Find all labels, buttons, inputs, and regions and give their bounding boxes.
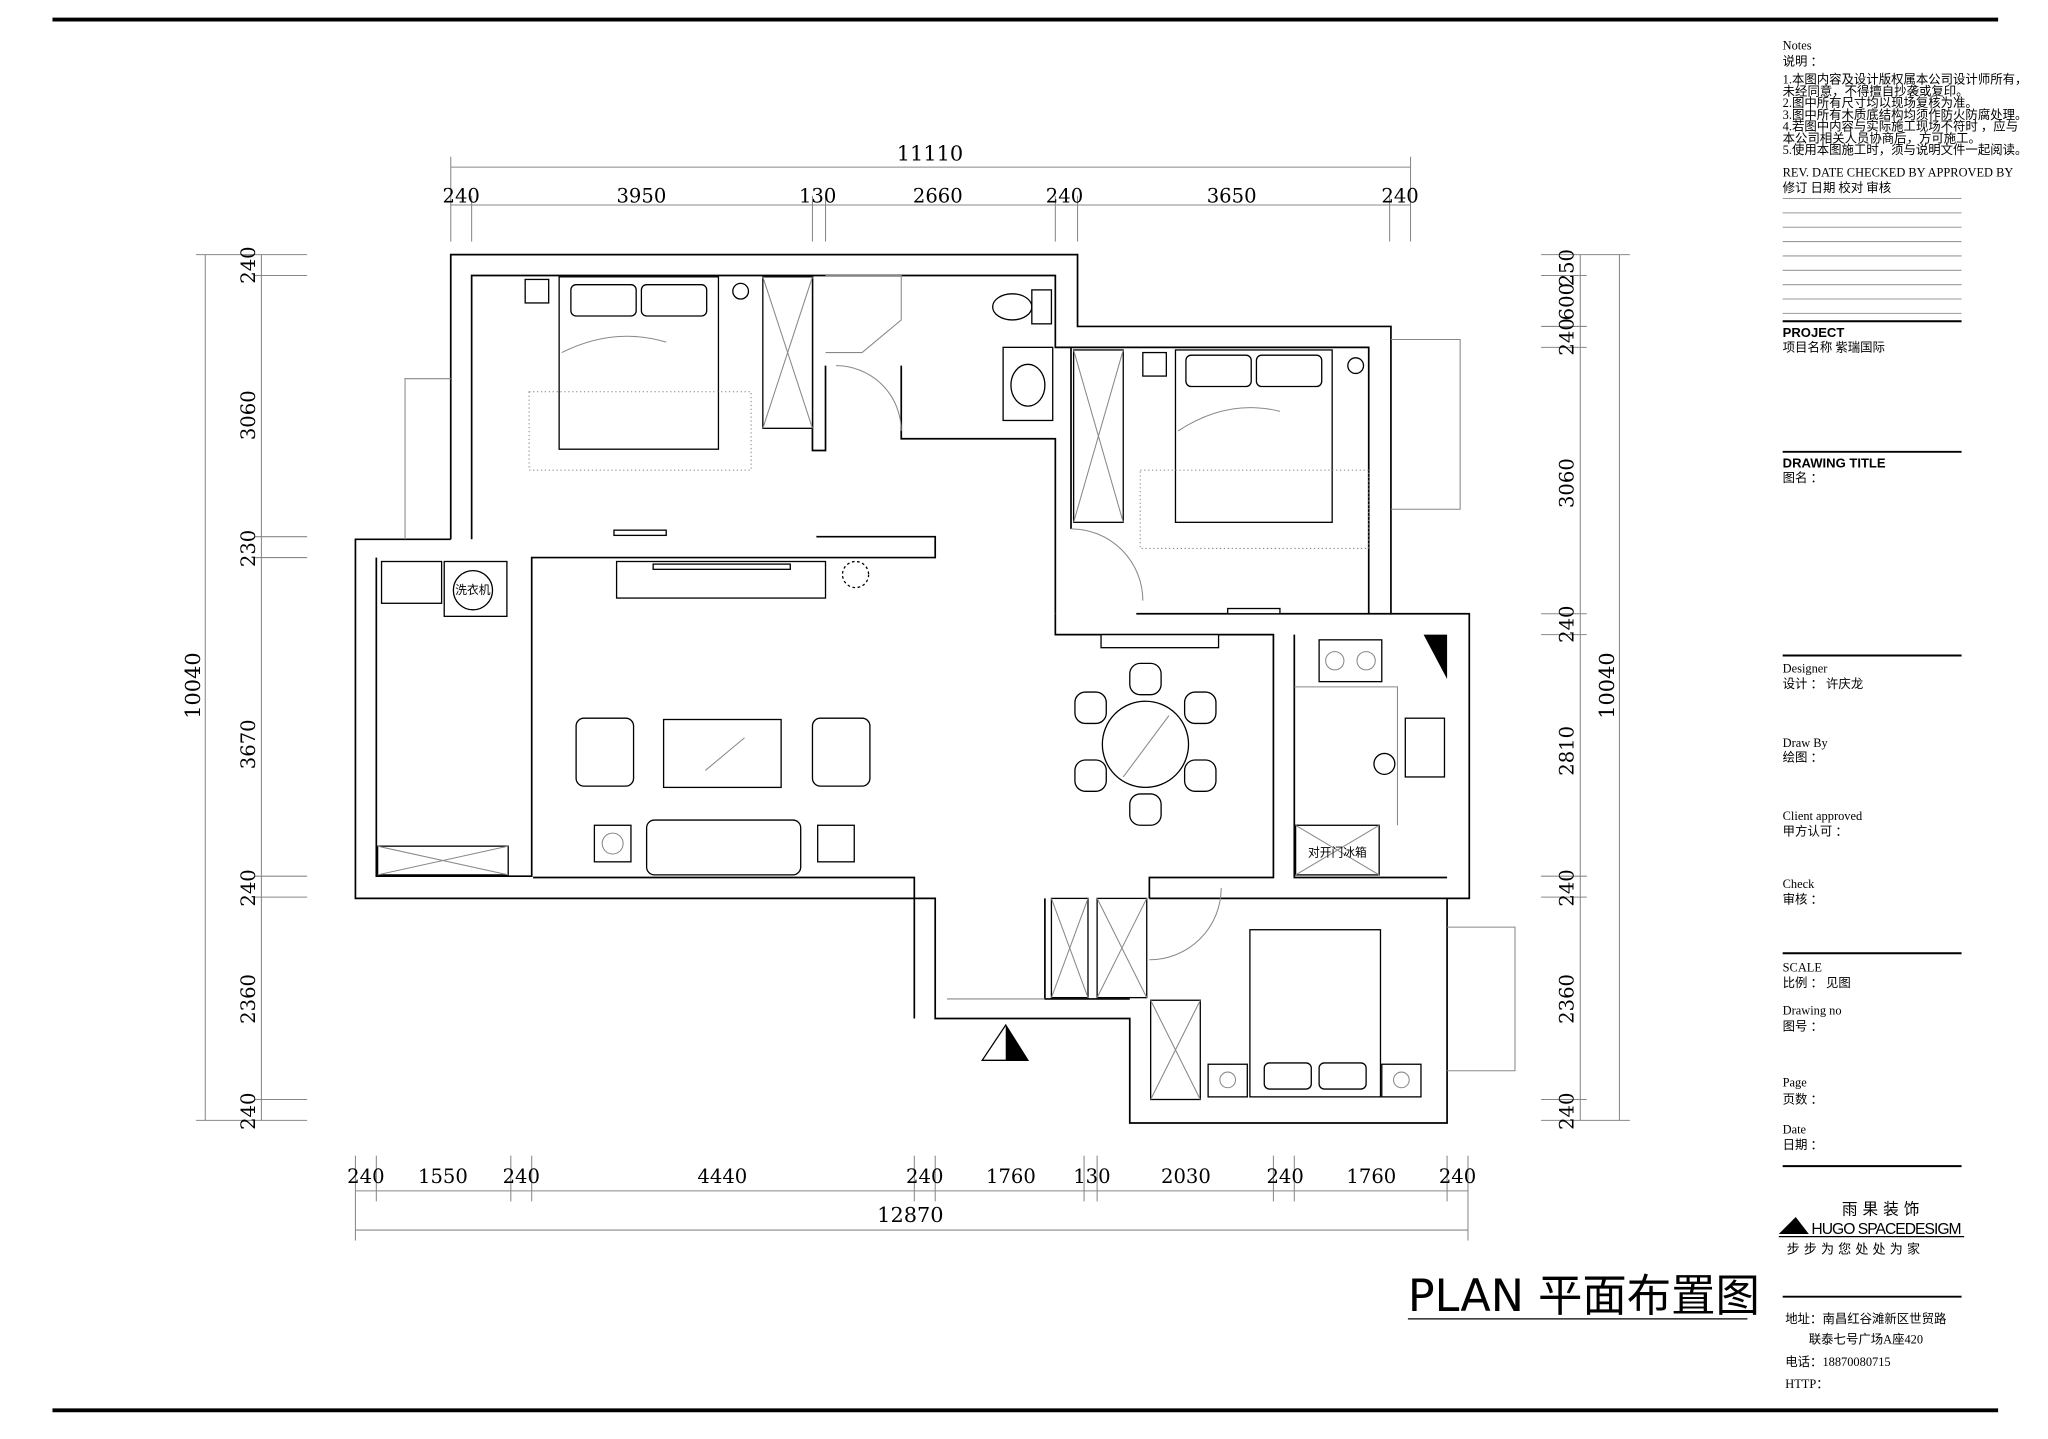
dim-right: 600 bbox=[1556, 283, 1579, 320]
laundry-area: 洗衣机 bbox=[376, 560, 509, 876]
note-line: 未经同意，不得擅自抄袭或复印。 bbox=[1783, 83, 1969, 98]
drawing-title: PLAN 平面布置图 bbox=[1408, 1271, 1760, 1322]
designer-value: 设计 ： 许庆龙 bbox=[1783, 676, 1864, 691]
dim-bottom: 240 bbox=[347, 1165, 384, 1188]
dim-bottom: 2030 bbox=[1161, 1165, 1211, 1188]
page-label: Page bbox=[1783, 1075, 1808, 1089]
left-dimensions: 10040 240 3060 230 3670 240 2360 240 bbox=[181, 246, 308, 1130]
drawby-label: Draw By bbox=[1783, 736, 1829, 750]
rev-header-cn: 修订 日期 校对 审核 bbox=[1783, 180, 1891, 195]
drawno-value: 图号 ： bbox=[1783, 1019, 1823, 1033]
company-name-cn: 雨 果 装 饰 bbox=[1842, 1199, 1920, 1218]
http: HTTP： bbox=[1785, 1377, 1828, 1391]
dim-left: 3060 bbox=[237, 390, 260, 440]
address-line-2: 联泰七号广场A座420 bbox=[1809, 1332, 1923, 1347]
check-value: 审核 ： bbox=[1783, 892, 1823, 907]
dim-right: 2360 bbox=[1556, 974, 1579, 1024]
notes-heading: Notes bbox=[1783, 39, 1812, 53]
slogan: 步 步 为 您 处 处 为 家 bbox=[1787, 1242, 1920, 1258]
scale-label: SCALE bbox=[1783, 961, 1822, 975]
note-line: 3.图中所有木质底结构均须作防火防腐处理。 bbox=[1783, 107, 2028, 122]
house-logo-icon bbox=[1778, 1217, 1809, 1234]
company-logo: 雨 果 装 饰 HUGO SPACEDESIGM 步 步 为 您 处 处 为 家 bbox=[1778, 1199, 1965, 1258]
dim-right: 240 bbox=[1556, 605, 1579, 642]
scale-value: 比例 ： 见图 bbox=[1783, 976, 1851, 990]
address-line-1: 地址：南昌红谷滩新区世贸路 bbox=[1785, 1311, 1947, 1326]
client-value: 甲方认可 ： bbox=[1783, 824, 1848, 839]
dim-bottom: 240 bbox=[503, 1165, 540, 1188]
dim-right: 250 bbox=[1556, 249, 1579, 286]
drawing-title-label: DRAWING TITLE bbox=[1783, 455, 1886, 470]
dim-bottom: 240 bbox=[1439, 1165, 1476, 1188]
dim-bottom-overall: 12870 bbox=[877, 1203, 943, 1227]
walls bbox=[354, 253, 1516, 1124]
dim-right: 2810 bbox=[1556, 726, 1579, 776]
dim-top: 2660 bbox=[913, 184, 963, 207]
note-line: 1.本图内容及设计版权属本公司设计师所有， bbox=[1783, 72, 2028, 87]
dim-right: 3060 bbox=[1556, 458, 1579, 508]
drawno-label: Drawing no bbox=[1783, 1004, 1842, 1018]
dim-bottom: 1550 bbox=[418, 1165, 468, 1188]
living-room-furniture bbox=[575, 560, 871, 876]
project-name: 项目名称 紫瑞国际 bbox=[1783, 339, 1885, 354]
top-dimensions: 11110 240 3950 130 2660 240 3650 240 bbox=[443, 142, 1419, 242]
right-dimensions: 10040 250 600 240 3060 240 2810 240 2360… bbox=[1541, 249, 1630, 1130]
dim-top: 240 bbox=[1381, 184, 1418, 207]
dim-right: 240 bbox=[1556, 1093, 1579, 1130]
notes-heading-cn: 说明 ： bbox=[1783, 53, 1823, 68]
dim-top-overall: 11110 bbox=[897, 142, 963, 166]
dim-bottom: 4440 bbox=[697, 1165, 747, 1188]
dim-bottom: 240 bbox=[906, 1165, 943, 1188]
dim-bottom: 130 bbox=[1073, 1165, 1110, 1188]
phone: 电话：18870080715 bbox=[1785, 1355, 1890, 1369]
dim-right-overall: 10040 bbox=[1595, 652, 1619, 718]
dim-left: 3670 bbox=[237, 719, 260, 769]
project-label: PROJECT bbox=[1783, 325, 1845, 340]
note-line: 本公司相关人员协商后，方可施工。 bbox=[1783, 130, 1981, 145]
dim-left: 2360 bbox=[237, 974, 260, 1024]
client-label: Client approved bbox=[1783, 809, 1863, 823]
date-value: 日期 ： bbox=[1783, 1138, 1823, 1152]
dim-right: 240 bbox=[1556, 869, 1579, 906]
dim-bottom: 1760 bbox=[986, 1165, 1036, 1188]
dim-top: 3950 bbox=[616, 184, 666, 207]
washer-label: 洗衣机 bbox=[455, 583, 490, 597]
dim-bottom: 1760 bbox=[1346, 1165, 1396, 1188]
dim-top: 3650 bbox=[1207, 184, 1257, 207]
dim-left: 240 bbox=[237, 246, 260, 283]
bathroom-furniture bbox=[825, 275, 1054, 422]
bedroom-3-furniture bbox=[1050, 897, 1422, 1101]
bottom-dimensions: 240 1550 240 4440 240 1760 130 2030 240 … bbox=[347, 1155, 1476, 1241]
dim-left-overall: 10040 bbox=[181, 652, 205, 718]
dim-top: 240 bbox=[443, 184, 480, 207]
dim-left: 230 bbox=[237, 530, 260, 567]
rev-header: REV. DATE CHECKED BY APPROVED BY bbox=[1783, 165, 2014, 179]
note-line: 4.若图中内容与实际施工现场不符时 ，应与 bbox=[1783, 119, 2018, 134]
bedroom-2-furniture bbox=[1072, 349, 1370, 615]
company-name-en: HUGO SPACEDESIGM bbox=[1811, 1221, 1961, 1238]
dim-left: 240 bbox=[237, 1093, 260, 1130]
dim-left: 240 bbox=[237, 869, 260, 906]
title-block: Notes 说明 ： 1.本图内容及设计版权属本公司设计师所有， 未经同意，不得… bbox=[1778, 39, 2028, 1391]
fridge-label: 对开门冰箱 bbox=[1308, 846, 1367, 860]
dim-bottom: 240 bbox=[1266, 1165, 1303, 1188]
note-line: 5.使用本图施工时，须与说明文件一起阅读。 bbox=[1783, 142, 2028, 157]
dining-furniture bbox=[1074, 633, 1220, 826]
drawing-title-value: 图名 ： bbox=[1783, 470, 1823, 485]
bedroom-1-furniture bbox=[524, 276, 814, 537]
check-label: Check bbox=[1783, 877, 1815, 891]
drawby-value: 绘图 ： bbox=[1783, 749, 1823, 764]
dim-right: 240 bbox=[1556, 318, 1579, 355]
designer-label: Designer bbox=[1783, 661, 1829, 675]
kitchen-furniture: 对开门冰箱 bbox=[1294, 634, 1448, 876]
dim-top: 130 bbox=[799, 184, 836, 207]
date-label: Date bbox=[1783, 1122, 1807, 1136]
note-line: 2.图中所有尺寸均以现场复核为准。 bbox=[1783, 95, 1978, 110]
page-value: 页数 ： bbox=[1783, 1091, 1823, 1106]
dim-top: 240 bbox=[1046, 184, 1083, 207]
